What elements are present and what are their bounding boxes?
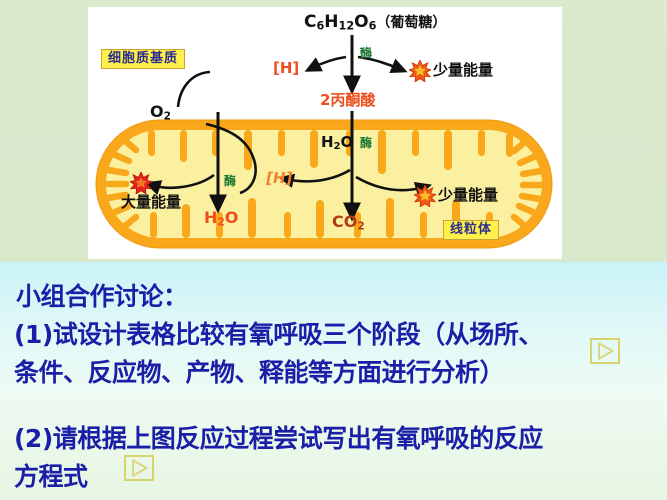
question-1-line-2: 条件、反应物、产物、释能等方面进行分析） (14, 358, 505, 387)
enzyme-label-stage3: 酶 (224, 174, 237, 188)
glucose-formula: C6H12O6（葡萄糖） (304, 12, 447, 33)
energy-small-label-1: 少量能量 (433, 61, 494, 79)
respiration-diagram-panel: C6H12O6（葡萄糖） 细胞质基质 线粒体 [H] 酶 少量能量 2丙酮酸 O… (88, 7, 562, 259)
arrow-to-nadh-outer (304, 55, 347, 72)
carbon-dioxide-label: CO2 (332, 212, 365, 233)
question-2-line-2: 方程式 (14, 462, 88, 491)
diagram-graphics (95, 35, 553, 249)
water-output-label: H2O (204, 208, 239, 229)
discussion-panel: 小组合作讨论： (1)试设计表格比较有氧呼吸三个阶段（从场所、 条件、反应物、产… (0, 262, 667, 500)
arrow-stage3-to-energy-large (144, 173, 215, 196)
energy-burst-icon-2 (412, 183, 438, 208)
nadh-inner-label: [H] (264, 169, 294, 187)
cytoplasm-matrix-label: 细胞质基质 (101, 49, 186, 69)
energy-burst-icon-large (128, 170, 154, 195)
glucose-chinese-name: （葡萄糖） (376, 15, 447, 31)
question-1-line-1: (1)试设计表格比较有氧呼吸三个阶段（从场所、 (14, 320, 543, 349)
oxygen-label: O2 (150, 102, 171, 123)
question-2-line-1: (2)请根据上图反应过程尝试写出有氧呼吸的反应 (14, 424, 543, 453)
enzyme-label-glycolysis: 酶 (359, 45, 373, 61)
arrow-to-energy-small-1 (357, 55, 408, 74)
discussion-heading: 小组合作讨论： (16, 282, 188, 311)
mitochondria-label: 线粒体 (443, 220, 500, 240)
arrow-stage2-to-nadh-inner (278, 168, 351, 188)
enzyme-label-stage2: 酶 (360, 136, 373, 150)
play-triangle-icon-2 (132, 458, 149, 478)
energy-large-label: 大量能量 (121, 193, 182, 211)
play-button-question-1[interactable] (590, 338, 620, 364)
energy-small-label-2: 少量能量 (438, 186, 499, 204)
nadh-outer-label: [H] (273, 59, 300, 77)
play-button-question-2[interactable] (124, 455, 154, 481)
energy-burst-icon-1 (407, 58, 433, 83)
arrow-oxygen-into-matrix (205, 122, 257, 195)
water-input-label: H2O (321, 133, 354, 153)
arrow-nadh-outer-into-matrix (176, 70, 211, 108)
pyruvate-label: 2丙酮酸 (320, 91, 376, 109)
play-triangle-icon-1 (598, 341, 615, 361)
